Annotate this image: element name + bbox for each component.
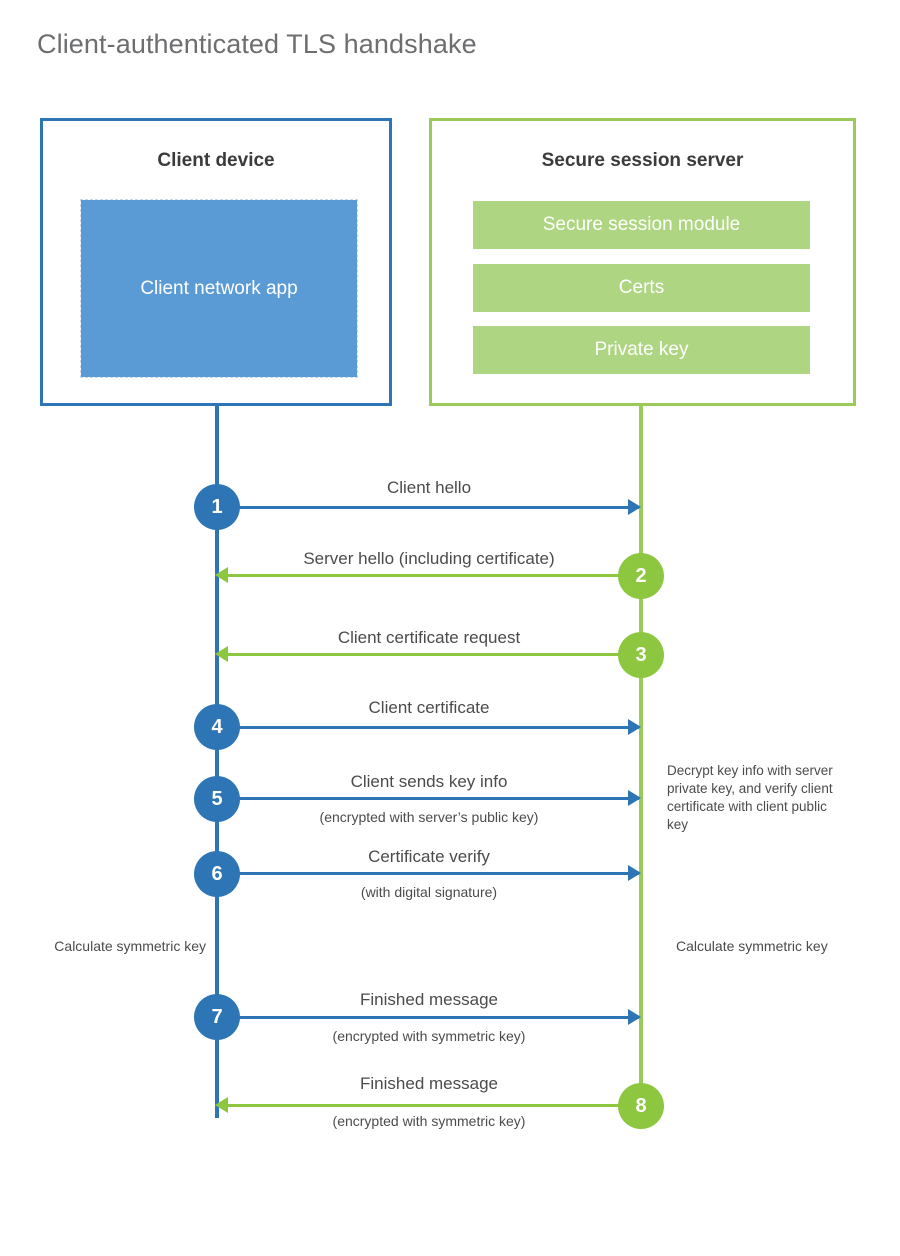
- server-component-label: Secure session module: [542, 214, 741, 235]
- message-3-label: Client certificate request: [337, 628, 521, 647]
- message-5-line: [217, 797, 639, 800]
- client-device-box: Client device Client network app: [40, 118, 392, 406]
- server-component-private-key: Private key: [473, 326, 810, 374]
- message-8-sublabel: (encrypted with symmetric key): [332, 1113, 526, 1129]
- message-2-label: Server hello (including certificate): [303, 549, 555, 568]
- step-number: 6: [211, 862, 223, 885]
- note-client-calculate-symmetric-key: Calculate symmetric key: [54, 938, 206, 954]
- client-network-app-block: Client network app: [80, 199, 358, 378]
- message-6-label: Certificate verify: [368, 847, 490, 866]
- step-badge-2[interactable]: 2: [618, 553, 664, 599]
- step-badge-5[interactable]: 5: [194, 776, 240, 822]
- message-4-label: Client certificate: [368, 698, 490, 717]
- message-1-line: [217, 506, 639, 509]
- message-2-arrowhead-icon: [215, 567, 228, 583]
- message-5-sublabel: (encrypted with server’s public key): [319, 809, 539, 825]
- message-8-line: [228, 1104, 641, 1107]
- step-badge-8[interactable]: 8: [618, 1083, 664, 1129]
- note-server-decrypt: Decrypt key info with server private key…: [667, 763, 833, 832]
- message-5-label: Client sends key info: [350, 772, 508, 791]
- step-number: 7: [211, 1005, 223, 1028]
- step-number: 2: [635, 564, 647, 587]
- step-badge-4[interactable]: 4: [194, 704, 240, 750]
- client-network-app-label: Client network app: [140, 277, 298, 299]
- message-7-label: Finished message: [360, 990, 498, 1009]
- secure-session-server-title: Secure session server: [541, 150, 744, 171]
- message-8-arrowhead-icon: [215, 1097, 228, 1113]
- step-badge-1[interactable]: 1: [194, 484, 240, 530]
- message-3-arrowhead-icon: [215, 646, 228, 662]
- step-badge-6[interactable]: 6: [194, 851, 240, 897]
- step-badge-7[interactable]: 7: [194, 994, 240, 1040]
- message-6-line: [217, 872, 639, 875]
- secure-session-server-box: Secure session server Secure session mod…: [429, 118, 856, 406]
- message-6-arrowhead-icon: [628, 865, 641, 881]
- message-2-line: [228, 574, 641, 577]
- message-3-line: [228, 653, 641, 656]
- client-device-title: Client device: [157, 150, 275, 171]
- message-7-sublabel: (encrypted with symmetric key): [332, 1028, 526, 1044]
- message-7-arrowhead-icon: [628, 1009, 641, 1025]
- server-component-label: Certs: [618, 277, 665, 298]
- server-component-label: Private key: [594, 339, 689, 360]
- server-component-certs: Certs: [473, 264, 810, 312]
- step-number: 1: [211, 495, 223, 518]
- message-1-label: Client hello: [386, 478, 472, 497]
- step-number: 8: [635, 1094, 647, 1117]
- message-7-line: [217, 1016, 639, 1019]
- message-6-sublabel: (with digital signature): [360, 884, 498, 900]
- message-8-label: Finished message: [360, 1074, 498, 1093]
- message-5-arrowhead-icon: [628, 790, 641, 806]
- step-number: 5: [211, 787, 223, 810]
- page-title: Client-authenticated TLS handshake: [37, 29, 477, 59]
- message-4-line: [217, 726, 639, 729]
- message-4-arrowhead-icon: [628, 719, 641, 735]
- client-lifeline: [215, 406, 219, 1118]
- server-component-secure-session-module: Secure session module: [473, 201, 810, 249]
- step-badge-3[interactable]: 3: [618, 632, 664, 678]
- step-number: 4: [211, 715, 223, 738]
- step-number: 3: [635, 643, 647, 666]
- server-lifeline: [639, 406, 643, 1106]
- message-1-arrowhead-icon: [628, 499, 641, 515]
- note-server-calculate-symmetric-key: Calculate symmetric key: [676, 938, 828, 954]
